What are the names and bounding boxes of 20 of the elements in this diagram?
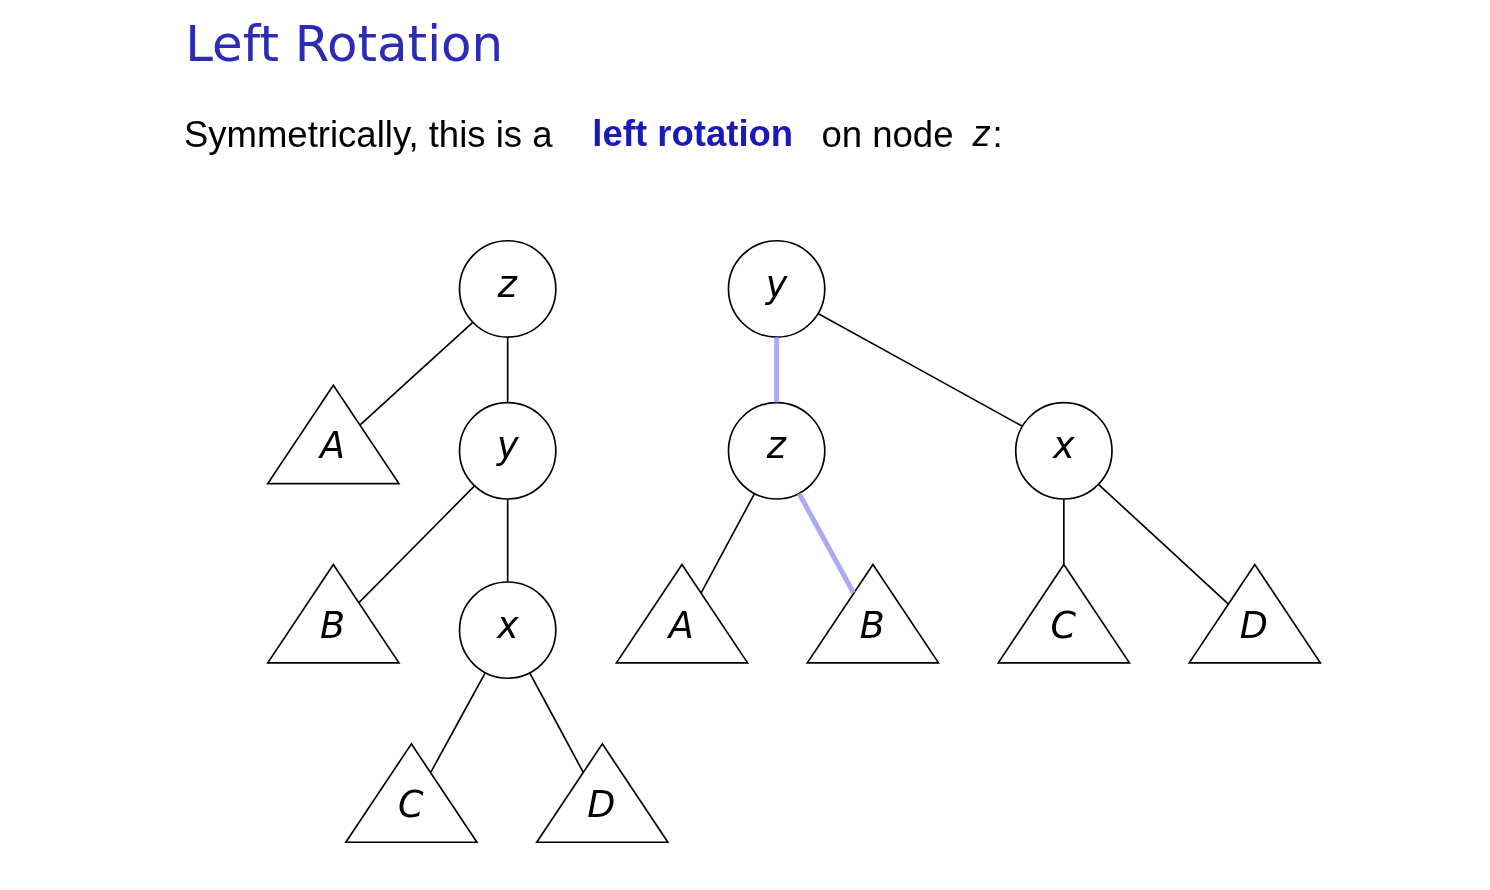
connector	[699, 492, 755, 594]
node-circle: z	[727, 401, 826, 500]
connector	[358, 321, 474, 426]
node-circle: y	[727, 239, 826, 338]
label: Symmetrically, this is a left rotation on node z:	[183, 112, 1003, 156]
connector	[506, 336, 508, 404]
connector	[528, 672, 584, 773]
diagram-title: Left Rotation	[184, 15, 503, 74]
connector	[357, 485, 475, 604]
connector	[1062, 498, 1065, 566]
node-circle: x	[1014, 401, 1113, 500]
node-circle: x	[458, 581, 557, 680]
connector	[796, 492, 856, 594]
connector	[1097, 483, 1229, 605]
node-circle: z	[458, 239, 557, 338]
connector	[429, 672, 486, 773]
connector	[773, 337, 779, 403]
connector	[506, 498, 508, 583]
node-circle: y	[458, 401, 557, 500]
connector	[817, 312, 1023, 427]
